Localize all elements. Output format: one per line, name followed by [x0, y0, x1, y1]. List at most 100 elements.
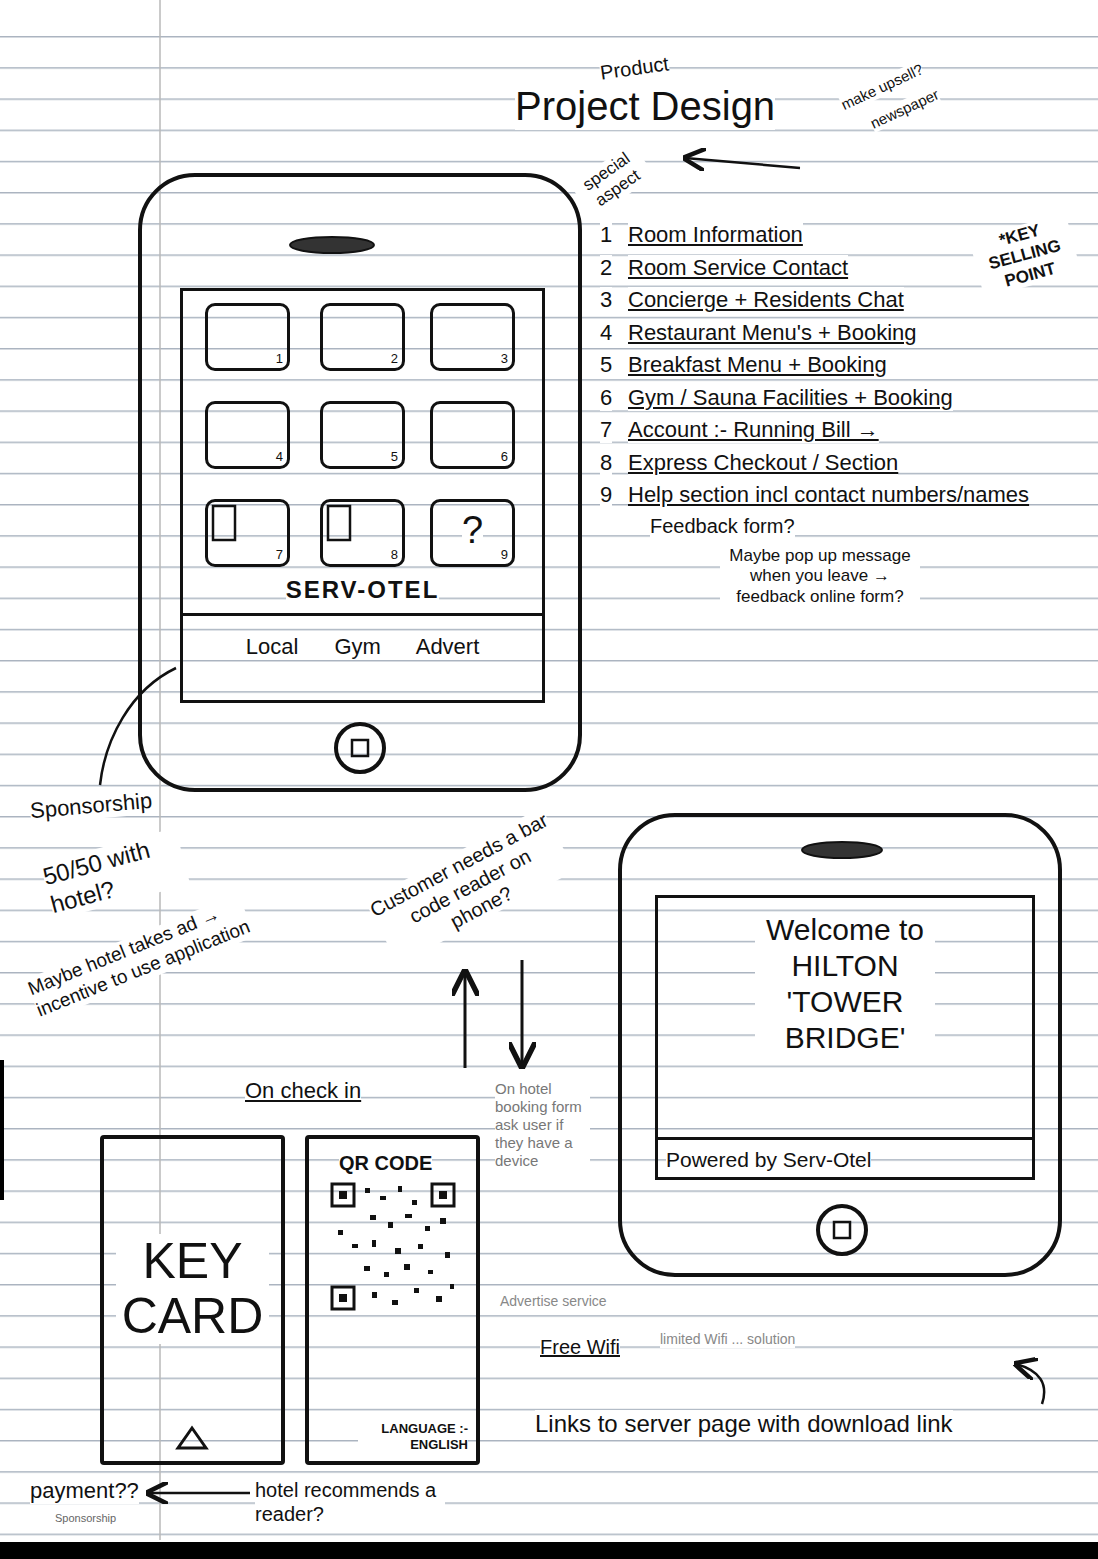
qr-pattern: [412, 1200, 417, 1205]
faint-note: Sponsorship: [55, 1512, 116, 1525]
phone-sketch: [834, 1222, 850, 1238]
node-text: 2: [391, 351, 398, 367]
qr-pattern: [339, 1294, 347, 1302]
list-number: 2: [600, 255, 612, 281]
note-text-anchor: Free Wifi: [540, 1335, 620, 1359]
node-text: 1: [276, 351, 283, 367]
note-text: Sponsorship: [29, 788, 153, 825]
qr-pattern: [436, 1296, 442, 1302]
node-text-anchor: Powered by Serv-Otel: [658, 1137, 1032, 1177]
qr-pattern: [332, 1184, 454, 1309]
faint-note: limited Wifi ... solution: [660, 1331, 795, 1348]
note-text: On check in: [245, 1078, 361, 1104]
node-text: Welcome to HILTON 'TOWER BRIDGE': [755, 912, 935, 1056]
node-text: 3: [501, 351, 508, 367]
node-text: Local Gym Advert: [246, 634, 480, 660]
phone-sketch: [336, 724, 384, 772]
qr-pattern: [370, 1215, 376, 1220]
list-number: 3: [600, 287, 612, 313]
node-text: QR CODE: [339, 1151, 432, 1175]
phone-sketch: [213, 506, 235, 540]
list-item: Restaurant Menu's + Booking: [628, 320, 917, 346]
app-icon: 7: [205, 499, 290, 567]
list-item-anchor: Room Information: [628, 222, 803, 248]
scan-edge: [0, 1542, 1098, 1559]
phone-sketch: [328, 506, 350, 540]
note-text: special aspect: [570, 142, 655, 218]
qr-pattern: [445, 1252, 450, 1258]
title-text-anchor: Project Design: [515, 82, 775, 130]
list-item: Breakfast Menu + Booking: [628, 352, 887, 378]
list-item-anchor: Express Checkout / Section: [628, 450, 898, 476]
list-item-anchor: Room Service Contact: [628, 255, 848, 281]
node-text-anchor: 6: [501, 447, 508, 465]
node-text: KEY CARD: [116, 1234, 269, 1344]
title-text: Project Design: [515, 82, 775, 130]
node-text: 6: [501, 449, 508, 465]
sketch-arrows: [1016, 1364, 1044, 1404]
note-text-anchor: special aspect: [570, 142, 655, 218]
faint-note-anchor: Advertise service: [500, 1292, 607, 1310]
qr-pattern: [384, 1272, 389, 1277]
sketch-arrows: [685, 158, 800, 168]
list-item: Room Information: [628, 222, 803, 248]
sketch-arrows: [521, 960, 524, 1066]
app-icon: 4: [205, 401, 290, 469]
list-item-anchor: Account :- Running Bill →: [628, 417, 879, 443]
qr-pattern: [405, 1214, 412, 1218]
app-icon: ?9: [430, 499, 515, 567]
faint-note-anchor: On hotel booking form ask user if they h…: [495, 1080, 590, 1170]
qr-pattern: [425, 1226, 430, 1231]
faint-note-anchor: Sponsorship: [55, 1508, 116, 1526]
qr-pattern: [332, 1287, 354, 1309]
list-number: 5: [600, 352, 612, 378]
phone-sketch: [140, 175, 580, 790]
qr-pattern: [352, 1244, 358, 1248]
qr-pattern: [338, 1230, 343, 1235]
app-icon: 3: [430, 303, 515, 371]
list-number-anchor: 6: [600, 385, 612, 411]
phone-sketch: [620, 815, 1060, 1275]
list-number-anchor: 3: [600, 287, 612, 313]
node-text: 4: [276, 449, 283, 465]
list-item-anchor: Concierge + Residents Chat: [628, 287, 904, 313]
list-number-anchor: 5: [600, 352, 612, 378]
note-text-anchor: Feedback form?: [650, 514, 795, 538]
node-text-anchor: Welcome to HILTON 'TOWER BRIDGE': [658, 912, 1032, 1056]
node-text-anchor: QR CODE: [339, 1151, 432, 1175]
qr-pattern: [372, 1292, 377, 1298]
phone-sketch: [802, 842, 882, 858]
node-text-anchor: 7: [276, 545, 283, 563]
node-text-anchor: 9: [501, 545, 508, 563]
qr-card: QR CODELANGUAGE :- ENGLISH: [305, 1135, 480, 1465]
list-item: Help section incl contact numbers/names: [628, 482, 1029, 508]
ruled-lines: [0, 36, 1098, 1538]
sketch-arrows: [100, 668, 176, 785]
node-text: 8: [391, 547, 398, 563]
note-text: payment??: [30, 1478, 139, 1504]
sketch-arrows: [464, 972, 467, 1068]
phone-screen: Welcome to HILTON 'TOWER BRIDGE' Powered …: [655, 895, 1035, 1180]
node-text-anchor: 2: [391, 349, 398, 367]
sketch-arrows: [148, 1492, 250, 1495]
list-number: 9: [600, 482, 612, 508]
node-text-anchor: 3: [501, 349, 508, 367]
faint-note: Advertise service: [500, 1293, 607, 1310]
node-text-anchor: 5: [391, 447, 398, 465]
qr-pattern: [365, 1188, 370, 1193]
app-icon: 6: [430, 401, 515, 469]
list-number: 8: [600, 450, 612, 476]
note-text: *KEY SELLING POINT: [969, 213, 1081, 298]
note-text-anchor: Product: [599, 51, 671, 84]
qr-pattern: [380, 1196, 386, 1200]
qr-pattern: [440, 1218, 446, 1224]
note-text: Feedback form?: [650, 514, 795, 538]
node-text: Powered by Serv-Otel: [666, 1147, 871, 1172]
qr-pattern: [332, 1184, 354, 1206]
qr-pattern: [372, 1240, 376, 1247]
key-card: KEY CARD: [100, 1135, 285, 1465]
node-text-anchor: 8: [391, 545, 398, 563]
phone-sketch: [290, 237, 374, 253]
list-number: 4: [600, 320, 612, 346]
node-text: SERV-OTEL: [286, 576, 440, 605]
